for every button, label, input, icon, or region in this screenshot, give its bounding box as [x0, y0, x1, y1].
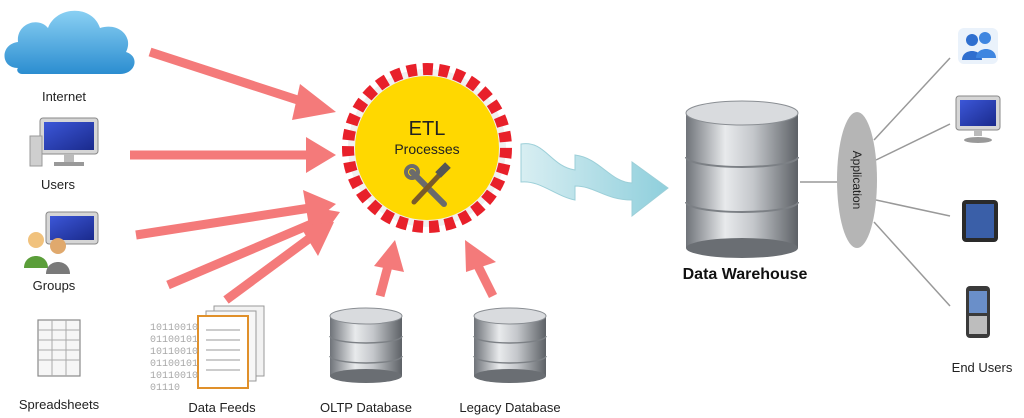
people-icon: [958, 28, 998, 64]
internet-label: Internet: [41, 89, 87, 104]
etl-subtitle: Processes: [394, 141, 460, 157]
oltp-database-icon: [329, 307, 403, 383]
binary-line: 01100101: [150, 359, 198, 370]
groups-icon: [24, 211, 99, 274]
arrow-spreadsheets: [166, 217, 318, 290]
etl-title: ETL: [408, 118, 446, 140]
end-users-label: End Users: [951, 360, 1013, 375]
arrow-data-feeds: [223, 234, 313, 304]
users-label: Users: [41, 177, 75, 192]
arrow-oltp-head: [374, 240, 404, 272]
application-ellipse: [837, 112, 877, 248]
data-feeds-label: Data Feeds: [188, 400, 256, 415]
binary-line: 01100101: [150, 335, 198, 346]
arrow-internet: [148, 47, 312, 109]
arrow-users-head: [306, 137, 336, 173]
arrow-data-feeds-head: [300, 222, 334, 256]
arrow-legacy-head: [465, 240, 496, 272]
desktop-icon: [955, 95, 1001, 143]
flow-arrow: [520, 143, 669, 218]
spreadsheets-label: Spreadsheets: [18, 397, 100, 412]
legacy-database-icon: [473, 307, 547, 383]
mobile-phone-icon: [966, 286, 990, 338]
tablet-icon: [962, 200, 998, 242]
binary-line: 10110010: [150, 323, 198, 334]
arrow-legacy: [473, 263, 498, 299]
binary-digits: 10110010 01100101 10110010 01100101 1011…: [150, 323, 198, 394]
input-arrows: [130, 47, 498, 304]
etl-process-circle: [342, 63, 512, 233]
binary-line: 10110010: [150, 347, 198, 358]
arrow-internet-head: [292, 84, 336, 120]
application-label: Application: [850, 150, 864, 210]
tools-icon: [404, 162, 451, 207]
etl-fill: [355, 76, 499, 220]
data-feeds-icon: [197, 305, 265, 389]
cloud-icon: [4, 10, 135, 74]
arrow-groups: [135, 203, 311, 240]
monitor-icon: [29, 117, 99, 167]
data-warehouse-cylinder: [685, 100, 799, 258]
data-warehouse-label: Data Warehouse: [682, 266, 808, 283]
spreadsheet-icon: [37, 319, 81, 377]
application-node: [800, 57, 951, 307]
binary-line: 10110010: [150, 371, 198, 382]
oltp-database-label: OLTP Database: [319, 400, 413, 415]
legacy-database-label: Legacy Database: [459, 400, 561, 415]
arrow-oltp: [375, 264, 393, 298]
arrow-spreadsheets-head: [306, 206, 340, 240]
groups-label: Groups: [32, 278, 76, 293]
binary-line: 01110: [150, 383, 180, 394]
